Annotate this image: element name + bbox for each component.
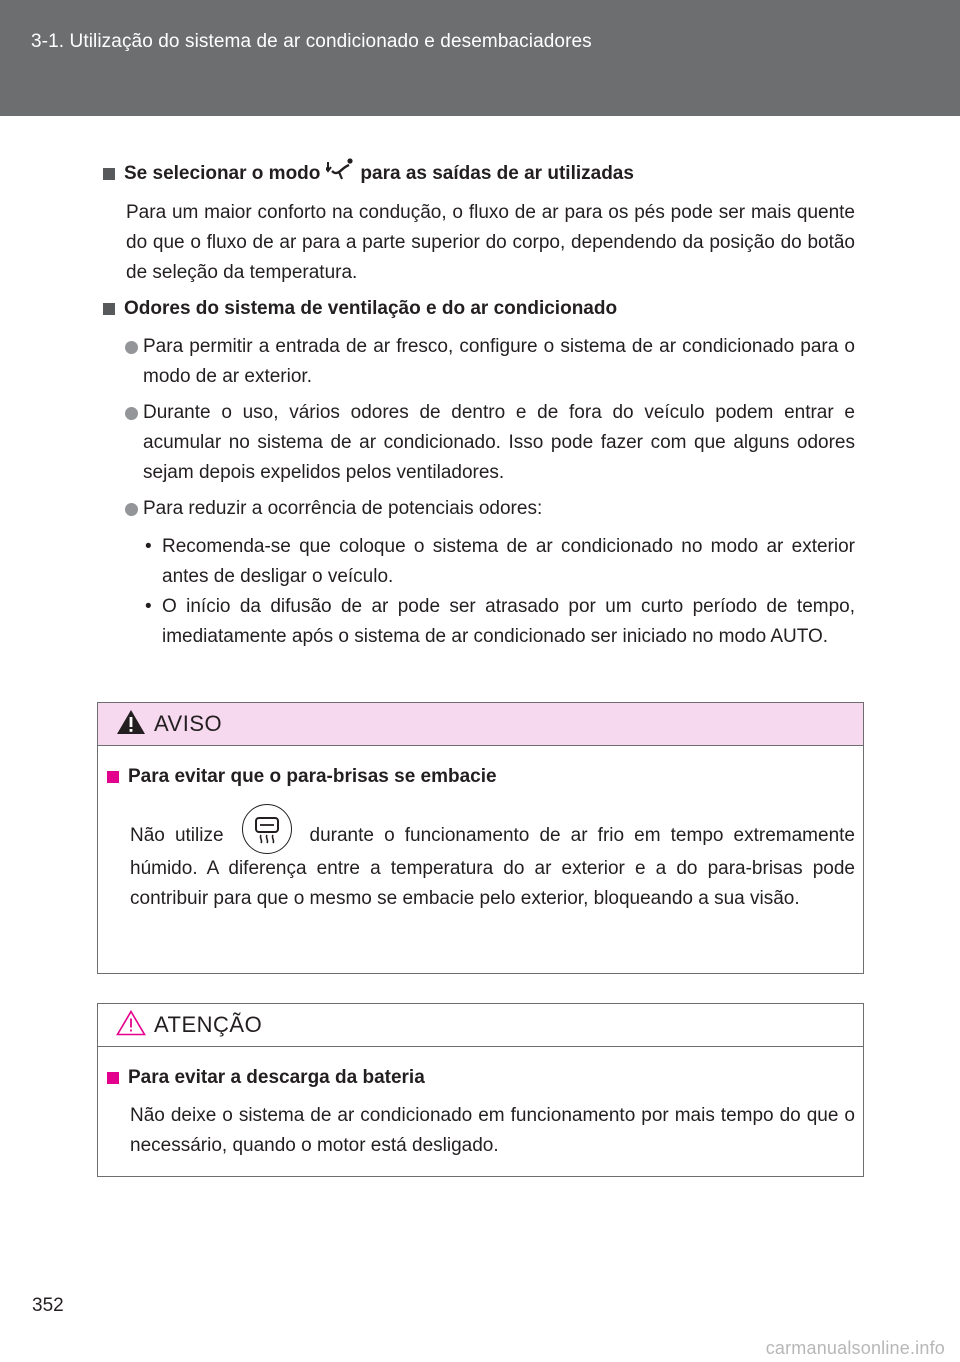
chapter-title: 3-1. Utilização do sistema de ar condici… — [31, 31, 592, 52]
caution-body: Para evitar a descarga da bateria Não de… — [98, 1047, 863, 1161]
square-bullet-icon — [107, 771, 119, 783]
section-heading-feet-mode: Se selecionar o modo para as saídas de a… — [103, 158, 855, 190]
warning-body: Para evitar que o para-brisas se embacie… — [98, 746, 863, 914]
main-content: Se selecionar o modo para as saídas de a… — [103, 158, 855, 652]
feet-airflow-mode-icon — [324, 158, 354, 190]
page-header: 3-1. Utilização do sistema de ar condici… — [0, 0, 960, 116]
caution-header: ATENÇÃO — [98, 1004, 863, 1047]
list-item: Para permitir a entrada de ar fresco, co… — [103, 332, 855, 392]
dot-bullet-icon: • — [145, 536, 152, 557]
sub-list-item: • O início da difusão de ar pode ser atr… — [103, 592, 855, 652]
caution-title: ATENÇÃO — [154, 1012, 263, 1037]
warning-box: AVISO Para evitar que o para-brisas se e… — [97, 702, 864, 974]
round-bullet-icon — [125, 407, 138, 420]
section-heading-odors: Odores do sistema de ventilação e do ar … — [103, 294, 855, 324]
warning-title: AVISO — [154, 711, 223, 736]
sub-list-item: • Recomenda-se que coloque o sistema de … — [103, 532, 855, 592]
sub-list-item-text: Recomenda-se que coloque o sistema de ar… — [162, 536, 855, 587]
heading-text-after: para as saídas de ar utilizadas — [360, 163, 634, 184]
list-item: Durante o uso, vários odores de dentro e… — [103, 398, 855, 488]
list-item-text: Durante o uso, vários odores de dentro e… — [143, 402, 855, 483]
round-bullet-icon — [125, 341, 138, 354]
heading-text-before: Se selecionar o modo — [124, 163, 321, 184]
sub-list-item-text: O início da difusão de ar pode ser atras… — [162, 596, 855, 647]
heading-text: Odores do sistema de ventilação e do ar … — [124, 298, 618, 319]
caution-box: ATENÇÃO Para evitar a descarga da bateri… — [97, 1003, 864, 1177]
warning-text: Não utilize durante o funcionamento de a… — [107, 804, 855, 914]
rear-window-defogger-icon — [241, 804, 292, 854]
page-number: 352 — [32, 1295, 64, 1316]
list-item: Para reduzir a ocorrência de potenciais … — [103, 494, 855, 524]
list-item-text: Para permitir a entrada de ar fresco, co… — [143, 336, 855, 387]
warning-triangle-icon — [116, 709, 146, 740]
square-bullet-icon — [107, 1072, 119, 1084]
round-bullet-icon — [125, 503, 138, 516]
list-item-text: Para reduzir a ocorrência de potenciais … — [143, 498, 543, 519]
dot-bullet-icon: • — [145, 596, 152, 617]
warning-text-after: durante o funcionamento de ar frio em te… — [130, 825, 855, 909]
caution-text: Não deixe o sistema de ar condicionado e… — [130, 1105, 855, 1156]
caution-heading: Para evitar a descarga da bateria — [107, 1063, 855, 1093]
square-bullet-icon — [103, 168, 115, 180]
warning-heading: Para evitar que o para-brisas se embacie — [107, 762, 855, 792]
warning-heading-text: Para evitar que o para-brisas se embacie — [128, 766, 497, 787]
caution-heading-text: Para evitar a descarga da bateria — [128, 1067, 425, 1088]
warning-text-before: Não utilize — [130, 825, 224, 847]
square-bullet-icon — [103, 303, 115, 315]
section-body: Para um maior conforto na condução, o fl… — [126, 202, 855, 283]
warning-header: AVISO — [98, 703, 863, 746]
watermark: carmanualsonline.info — [765, 1338, 945, 1358]
caution-triangle-icon — [116, 1009, 146, 1041]
